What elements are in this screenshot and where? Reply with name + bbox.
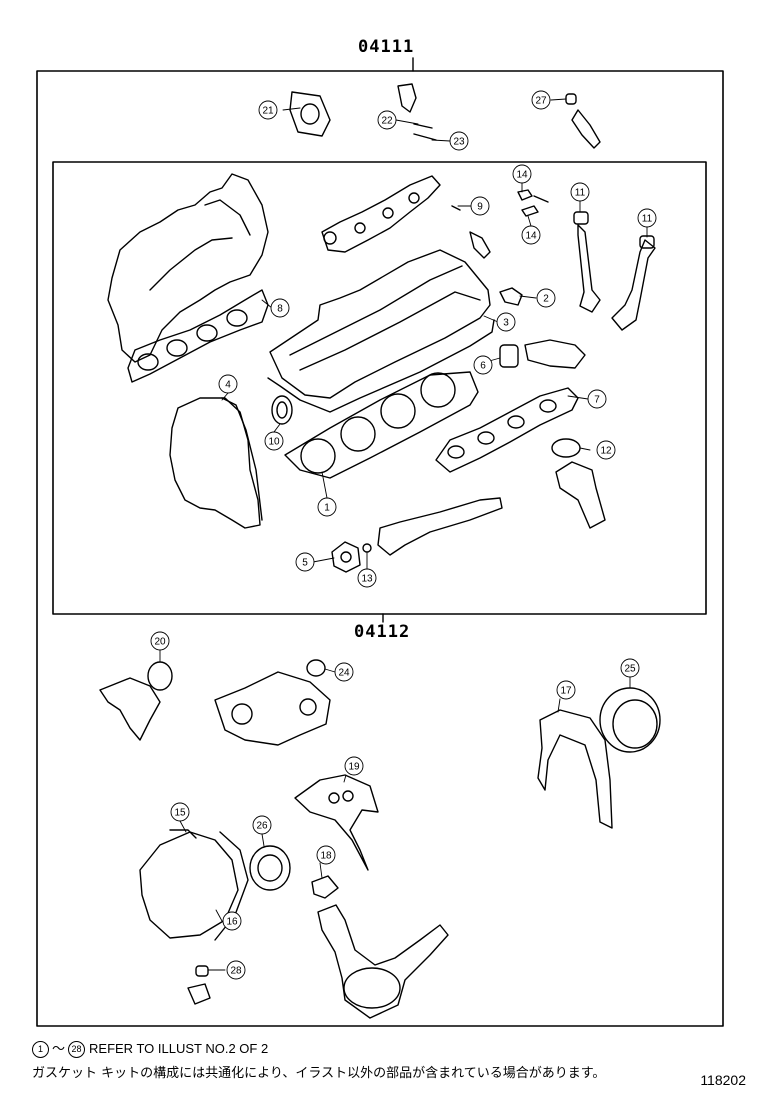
callout-circle (357, 568, 377, 588)
callout-circle (570, 182, 590, 202)
inner-kit-frame (52, 161, 707, 615)
callout-circle (620, 658, 640, 678)
callout-number: 23 (453, 137, 465, 148)
callout-number: 27 (535, 96, 547, 107)
callout-circle (252, 815, 272, 835)
callout-circle (473, 355, 493, 375)
callout-circle (470, 196, 490, 216)
intake-manifold-part (107, 173, 269, 363)
sensor-27-part (565, 93, 601, 149)
callout-circle (496, 312, 516, 332)
water-pump-part (214, 671, 331, 746)
callout-circle (295, 552, 315, 572)
callout-number: 1 (324, 503, 330, 514)
reference-text: REFER TO ILLUST NO.2 OF 2 (89, 1041, 269, 1056)
washer-14-part (517, 189, 549, 217)
callout-number: 16 (226, 917, 238, 928)
head-gasket-part (284, 371, 479, 479)
range-start-marker: 1 (32, 1041, 49, 1058)
callout-circle (512, 164, 532, 184)
callout-circle (377, 110, 397, 130)
japanese-note: ガスケット キットの構成には共通化により、イラスト以外の部品が含まれている場合が… (32, 1066, 606, 1081)
callout-circle (637, 208, 657, 228)
callout-circle (334, 662, 354, 682)
callout-number: 3 (503, 318, 509, 329)
gasket-19-part (294, 774, 379, 871)
callout-number: 15 (174, 808, 186, 819)
callout-circle (556, 680, 576, 700)
kit-code-04111: 04111 (358, 37, 415, 57)
callout-number: 28 (230, 966, 242, 977)
oil-strainer-part (317, 904, 449, 1019)
range-end-marker: 28 (68, 1041, 86, 1058)
callout-number: 8 (277, 304, 283, 315)
plug-28-part (187, 965, 211, 1005)
gasket-5-part (331, 497, 503, 573)
callout-circle (170, 802, 190, 822)
intake-gasket-part (127, 289, 269, 383)
seal-17-part (537, 709, 613, 829)
callout-circle (222, 911, 242, 931)
callout-circle (587, 389, 607, 409)
callout-number: 25 (624, 664, 636, 675)
oil-seal-26-part (599, 687, 661, 753)
callout-number: 21 (262, 106, 274, 117)
callout-circle (536, 288, 556, 308)
callout-number: 19 (348, 762, 360, 773)
exhaust-gasket-part (435, 387, 579, 473)
callout-number: 5 (302, 558, 308, 569)
oring-24-part (306, 659, 326, 677)
callout-number: 24 (338, 668, 350, 679)
gasket-21-part (289, 91, 331, 137)
outer-kit-frame (36, 70, 724, 1027)
head-cover-part (267, 249, 495, 413)
callout-number: 4 (225, 380, 231, 391)
range-separator: ～ (52, 1042, 66, 1057)
gasket-2-part (499, 287, 523, 306)
callout-number: 11 (575, 188, 586, 199)
water-outlet-20-part (99, 661, 173, 741)
callout-circle (270, 298, 290, 318)
figure-number: 118202 (700, 1072, 746, 1088)
callout-circle (449, 131, 469, 151)
callout-circle (264, 431, 284, 451)
callout-number: 12 (600, 446, 612, 457)
callout-circle (317, 497, 337, 517)
gasket-18-part (311, 875, 339, 899)
callout-number: 7 (594, 395, 600, 406)
callout-circle (150, 631, 170, 651)
callout-circle (316, 845, 336, 865)
callout-number: 10 (268, 437, 280, 448)
callout-number: 18 (320, 851, 332, 862)
bolt-9-part (451, 205, 491, 259)
gasket-6-part (499, 339, 586, 369)
callout-number: 26 (256, 821, 268, 832)
fuel-rail-part (321, 175, 441, 253)
callout-number: 14 (516, 170, 528, 181)
callout-number: 13 (361, 574, 373, 585)
callout-circle (344, 756, 364, 776)
callout-circle (596, 440, 616, 460)
callout-number: 6 (480, 361, 486, 372)
callout-number: 2 (543, 294, 549, 305)
callout-circle (218, 374, 238, 394)
timing-cover-part (169, 397, 263, 529)
callout-circle (521, 225, 541, 245)
callout-number: 22 (381, 116, 393, 127)
callout-circle (531, 90, 551, 110)
callout-number: 20 (154, 637, 166, 648)
oil-seal-10-part (271, 395, 293, 425)
callout-number: 9 (477, 202, 483, 213)
callout-number: 14 (525, 231, 537, 242)
callout-number: 17 (560, 686, 572, 697)
oil-seal-25-part (249, 845, 291, 891)
valve-part (573, 211, 656, 331)
callout-circle (258, 100, 278, 120)
kit-code-04112: 04112 (354, 622, 411, 642)
sensor-22-part (397, 83, 437, 141)
callout-number: 11 (642, 214, 653, 225)
callout-circle (226, 960, 246, 980)
